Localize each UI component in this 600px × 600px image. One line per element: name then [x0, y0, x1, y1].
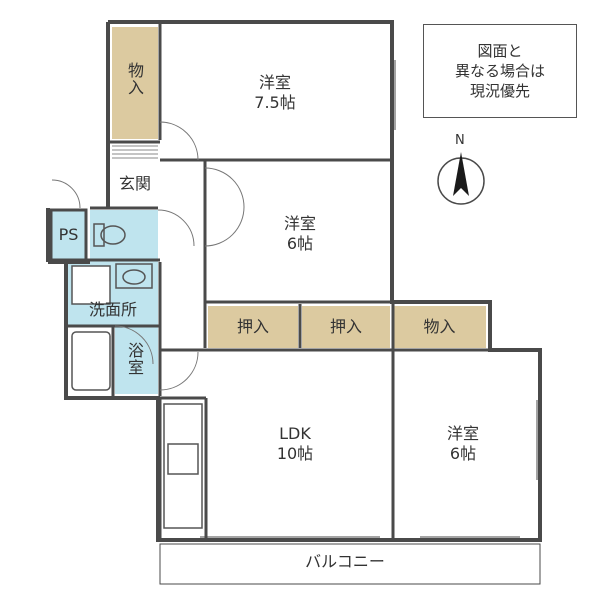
room-label-ldk: LDK 10帖 [276, 424, 314, 463]
notice-box: 図面と 異なる場合は 現況優先 [423, 24, 577, 118]
north-arrow-icon [437, 152, 485, 205]
bathtub [71, 331, 111, 391]
washing-machine [71, 265, 111, 305]
kitchen-stove [167, 443, 199, 475]
room-label-closet-2: 押入 [329, 317, 362, 336]
closet-top-fill [112, 27, 158, 139]
room-label-pipe-space: PS [58, 225, 79, 244]
toilet-fill [90, 210, 158, 260]
room-label-washroom: 洗面所 [88, 300, 137, 319]
room-label-western-room-3: 洋室 6帖 [446, 424, 479, 463]
toilet-tank [93, 223, 105, 247]
windows [200, 60, 538, 538]
balcony-outline [159, 543, 541, 585]
room-label-closet-top: 物入 [125, 62, 144, 96]
entrance-steps [112, 145, 158, 159]
door-swings [51, 121, 245, 391]
compass-label: N [455, 133, 465, 148]
room-label-western-room-2: 洋室 6帖 [283, 214, 316, 253]
kitchen-counter [163, 403, 203, 529]
room-label-entrance: 玄関 [118, 174, 151, 193]
room-label-balcony: バルコニー [305, 552, 385, 571]
fixtures [71, 223, 203, 529]
room-label-western-room-1: 洋室 7.5帖 [254, 73, 296, 112]
closet-3-fill [393, 306, 486, 348]
notice-text: 図面と 異なる場合は 現況優先 [454, 42, 545, 100]
bathroom-fill [115, 326, 158, 394]
wash-basin [115, 263, 153, 289]
exterior-walls [46, 20, 542, 542]
closet-1-fill [208, 306, 298, 348]
closet-2-fill [302, 306, 390, 348]
room-label-closet-3: 物入 [423, 317, 456, 336]
toilet-bowl [100, 225, 126, 245]
wash-basin-bowl [122, 269, 146, 285]
room-label-bathroom: 浴室 [125, 342, 144, 376]
room-label-closet-1: 押入 [236, 317, 269, 336]
